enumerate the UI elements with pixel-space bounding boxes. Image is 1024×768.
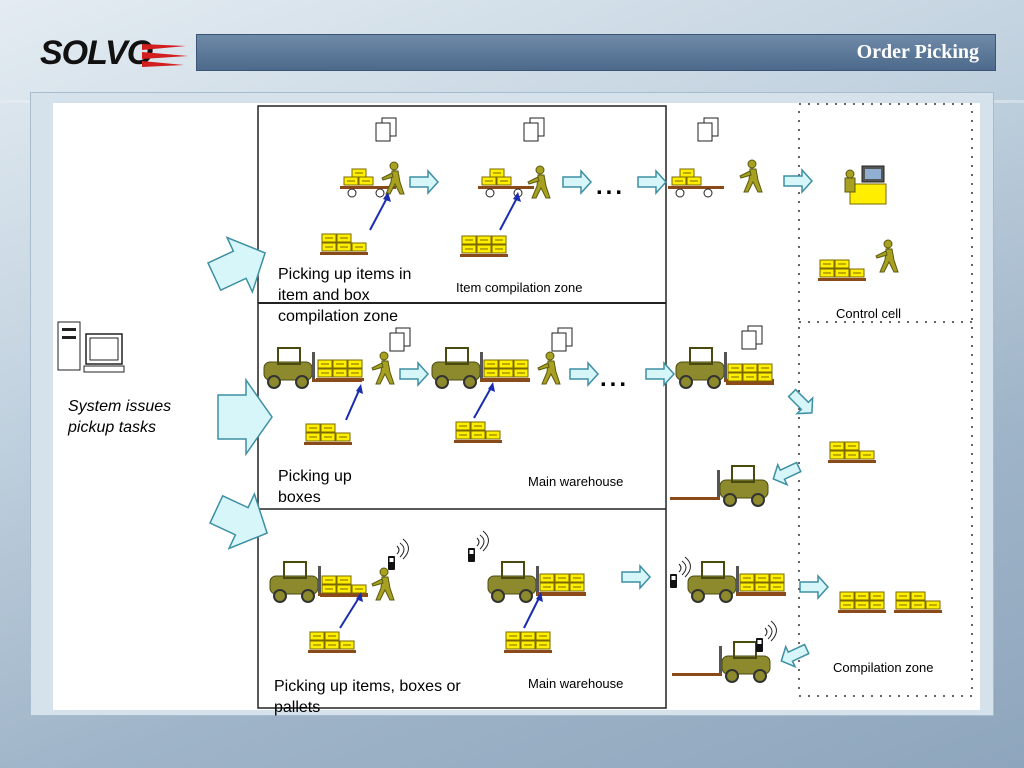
flow-arrow xyxy=(645,362,675,386)
flow-arrow xyxy=(637,170,667,194)
system-arrow-2 xyxy=(217,377,273,457)
task-doc-icon xyxy=(523,117,545,142)
box-stack-icon xyxy=(454,422,502,443)
box-stack-icon xyxy=(320,234,368,255)
header-bar: Order Picking xyxy=(196,34,996,71)
solvo-logo: SOLVO xyxy=(38,32,190,72)
pick-arrow xyxy=(345,387,361,421)
worker-icon xyxy=(527,165,551,199)
flow-arrow xyxy=(799,575,829,599)
flow-arrow xyxy=(783,384,821,422)
forklift-icon xyxy=(671,641,771,683)
pick-arrow xyxy=(473,385,493,419)
flow-arrow xyxy=(569,362,599,386)
task-doc-icon xyxy=(697,117,719,142)
page-title: Order Picking xyxy=(856,41,979,63)
box-stack-icon xyxy=(828,442,876,463)
pick-arrow xyxy=(369,195,389,231)
box-stack-icon xyxy=(460,236,508,257)
box-stack-icon xyxy=(308,632,356,653)
worker-icon xyxy=(381,161,405,195)
svg-text:SOLVO: SOLVO xyxy=(40,34,153,72)
pick-arrow xyxy=(339,595,361,629)
box-stack-icon xyxy=(538,574,586,595)
control-desk-icon xyxy=(844,165,887,205)
flow-arrow xyxy=(775,638,813,672)
system-arrow-3 xyxy=(209,492,269,550)
flow-arrow xyxy=(621,565,651,589)
handheld-terminal-icon xyxy=(755,620,777,653)
worker-icon xyxy=(371,351,395,385)
box-stack-icon xyxy=(818,260,866,281)
row-3-zone-label: Main warehouse xyxy=(528,676,624,691)
box-stack-icon xyxy=(894,592,942,613)
pick-arrow xyxy=(523,595,541,629)
computer-icon xyxy=(57,321,125,373)
row-1-zone-label: Item compilation zone xyxy=(456,280,583,295)
worker-icon xyxy=(371,567,395,601)
handheld-terminal-icon xyxy=(669,556,691,589)
worker-icon xyxy=(875,239,899,273)
system-arrow-1 xyxy=(207,236,267,294)
control-cell-label: Control cell xyxy=(836,306,902,321)
cart-icon xyxy=(668,169,724,197)
row-3-label: Picking up items, boxes or pallets xyxy=(274,678,461,716)
ellipsis-row-2: ... xyxy=(600,365,630,392)
task-doc-icon xyxy=(375,117,397,142)
flow-arrow xyxy=(399,362,429,386)
flow-arrow xyxy=(409,170,439,194)
handheld-terminal-icon xyxy=(467,530,489,563)
flow-arrow xyxy=(562,170,592,194)
worker-icon xyxy=(537,351,561,385)
flow-arrow xyxy=(783,169,813,193)
cart-icon xyxy=(478,169,534,197)
box-stack-icon xyxy=(304,424,352,445)
ellipsis-row-1: ... xyxy=(596,173,626,200)
box-stack-icon xyxy=(504,632,552,653)
system-label: System issues pickup tasks xyxy=(68,398,172,436)
flow-arrow xyxy=(767,456,805,490)
box-stack-icon xyxy=(838,592,886,613)
content-panel xyxy=(53,103,980,710)
compilation-zone-label: Compilation zone xyxy=(833,660,934,675)
task-doc-icon xyxy=(551,327,573,352)
pick-arrow xyxy=(499,195,519,231)
row-2-zone-label: Main warehouse xyxy=(528,474,624,489)
row-1-label: Picking up items in item and box compila… xyxy=(278,266,412,325)
worker-icon xyxy=(739,159,763,193)
row-2-label: Picking up boxes xyxy=(278,468,352,506)
task-doc-icon xyxy=(741,325,763,350)
box-stack-icon xyxy=(482,360,530,381)
task-doc-icon xyxy=(389,327,411,352)
box-stack-icon xyxy=(738,574,786,595)
handheld-terminal-icon xyxy=(387,538,409,571)
box-stack-icon xyxy=(316,360,364,381)
forklift-icon xyxy=(669,465,769,507)
